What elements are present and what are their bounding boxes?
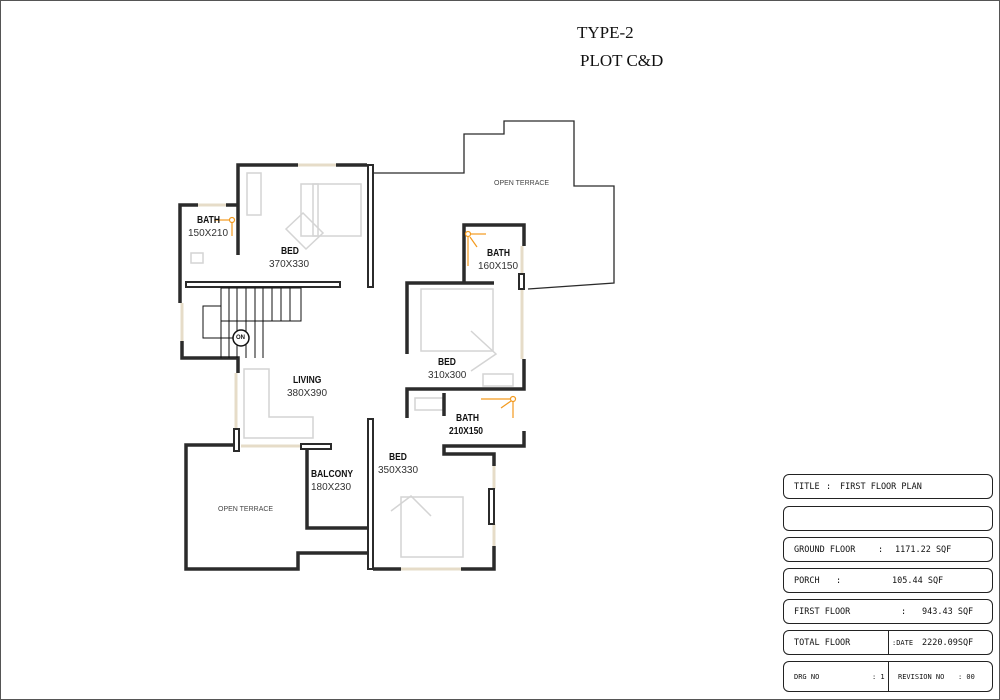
separator: : [836, 575, 842, 586]
total-floor-row: TOTAL FLOOR :DATE 2220.09SQF [783, 630, 993, 655]
porch-label: PORCH [794, 575, 820, 586]
room-size-balcony: 180X230 [311, 482, 352, 493]
revision-number-value: : 00 [958, 672, 975, 681]
drawing-number-label: DRG NO [794, 672, 820, 681]
ground-floor-label: GROUND FLOOR [794, 544, 856, 555]
ground-floor-value: 1171.22 SQF [895, 544, 952, 555]
separator: : [878, 544, 884, 555]
plot-label: PLOT C&D [580, 51, 664, 70]
separator: : [826, 481, 832, 492]
drawing-type: TYPE-2 [577, 23, 634, 42]
staircase [202, 287, 302, 358]
walls [178, 120, 615, 571]
room-name-bed-3: BED [389, 452, 407, 463]
room-size-bed-2: 310x300 [428, 370, 467, 381]
ground-floor-row: GROUND FLOOR : 1171.22 SQF [783, 537, 993, 562]
title-row: TITLE : FIRST FLOOR PLAN [783, 474, 993, 499]
separator: : [901, 606, 907, 617]
revision-number-label: REVISION NO [898, 672, 945, 681]
room-name-bed-2: BED [438, 357, 456, 368]
room-size-bed-1: 370X330 [269, 259, 310, 270]
open-terrace-bottom-label: OPEN TERRACE [218, 506, 274, 513]
room-size-bath-2: 160X150 [478, 261, 519, 272]
stair-on-label: ON [236, 335, 245, 341]
title-label: TITLE [794, 481, 820, 492]
porch-value: 105.44 SQF [892, 575, 944, 586]
open-terrace-top-label: OPEN TERRACE [494, 180, 550, 187]
date-label: :DATE [892, 638, 914, 647]
bath-fixtures [214, 216, 517, 418]
room-name-bath-1: BATH [197, 215, 220, 226]
room-name-living: LIVING [293, 375, 322, 386]
room-name-balcony: BALCONY [311, 469, 354, 480]
blank-row [783, 506, 993, 531]
title-value: FIRST FLOOR PLAN [840, 481, 922, 492]
drawing-number-value: : 1 [872, 672, 885, 681]
room-size-bed-3: 350X330 [378, 465, 419, 476]
stair-direction-marker [232, 329, 250, 347]
room-name-bed-1: BED [281, 246, 299, 257]
total-floor-label: TOTAL FLOOR [794, 637, 851, 648]
porch-row: PORCH : 105.44 SQF [783, 568, 993, 593]
first-floor-value: 943.43 SQF [922, 606, 974, 617]
total-floor-value: 2220.09SQF [922, 637, 974, 648]
drawing-number-row: DRG NO : 1 REVISION NO : 00 [783, 661, 993, 692]
room-size-living: 380X390 [287, 388, 328, 399]
room-name-bath-2: BATH [487, 248, 510, 259]
room-name-bath-3: BATH [456, 413, 479, 424]
divider [888, 631, 889, 654]
room-size-bath-1: 150X210 [188, 228, 229, 239]
first-floor-label: FIRST FLOOR [794, 606, 851, 617]
room-size-bath-3: 210X150 [449, 426, 484, 437]
divider [888, 662, 889, 691]
first-floor-row: FIRST FLOOR : 943.43 SQF [783, 599, 993, 624]
windows [180, 163, 524, 571]
